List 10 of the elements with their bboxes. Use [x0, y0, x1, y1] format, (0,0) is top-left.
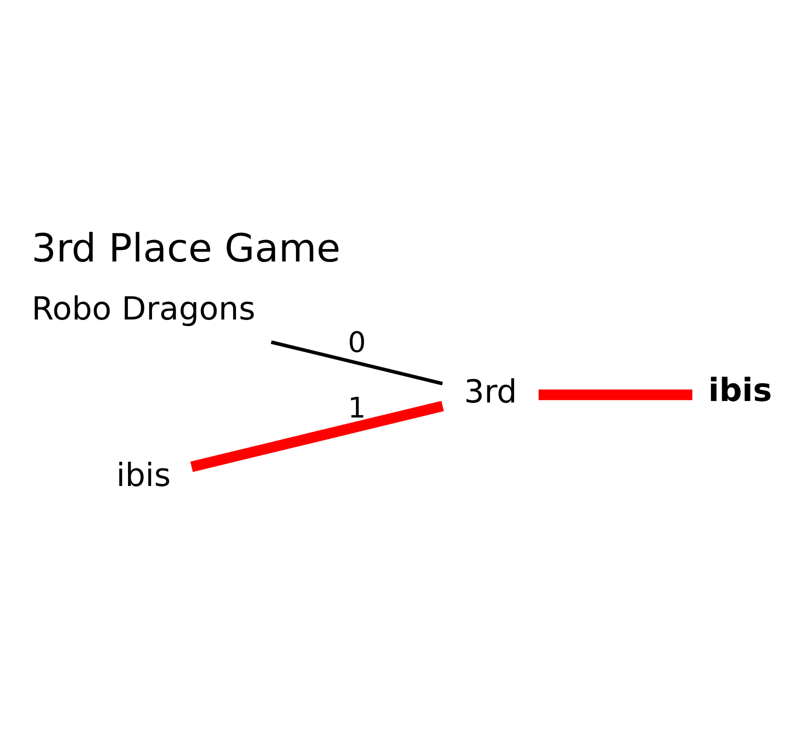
edge-label: 1: [348, 390, 366, 424]
node-text: ibis: [708, 370, 772, 408]
node-text: Robo Dragons: [32, 288, 256, 327]
connector: [190, 400, 444, 472]
diagram-title: 3rd Place Game: [31, 226, 340, 271]
connector: [270, 340, 443, 385]
node-text: ibis: [116, 455, 171, 494]
node-text: 3rd: [464, 372, 518, 410]
edge-label: 0: [348, 325, 366, 358]
connector: [538, 389, 692, 400]
